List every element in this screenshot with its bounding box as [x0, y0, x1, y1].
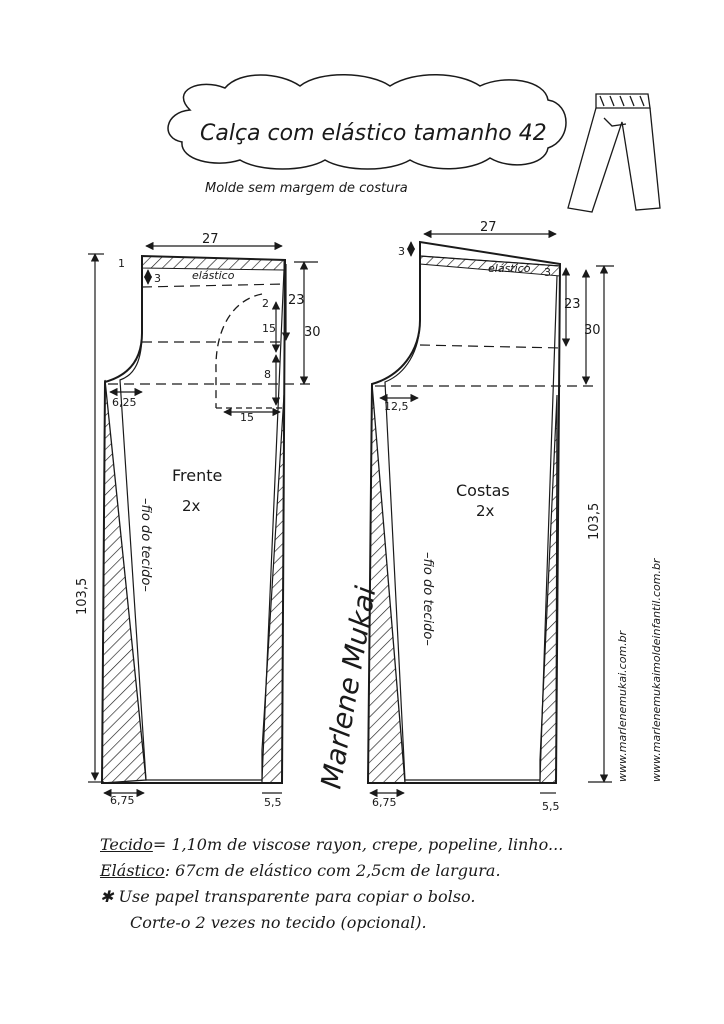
front-grain: –fio do tecido–: [138, 498, 153, 592]
front-qty: 2x: [182, 497, 201, 515]
elastic-text: : 67cm de elástico com 2,5cm de largura.: [164, 861, 501, 880]
back-name: Costas: [456, 481, 510, 500]
back-crotch-depth: 30: [584, 323, 601, 338]
front-pocket-width: 15: [240, 411, 254, 424]
fabric-label: Tecido: [100, 835, 153, 854]
back-crotch-ext: 12,5: [384, 400, 409, 413]
front-pocket-offset: 2: [262, 297, 269, 310]
front-crotch-ext: 6,25: [112, 396, 137, 409]
front-name: Frente: [172, 466, 222, 485]
back-waist-width: 27: [480, 220, 497, 235]
front-elastic-label: elástico: [192, 269, 235, 282]
front-to-pocket: 23: [288, 293, 305, 308]
elastic-line: Elástico: 67cm de elástico com 2,5cm de …: [100, 858, 700, 884]
back-grain: –fio do tecido–: [420, 552, 435, 646]
back-piece: [366, 240, 594, 784]
fabric-line: Tecido= 1,10m de viscose rayon, crepe, p…: [100, 832, 700, 858]
front-elastic-band: 3: [154, 272, 161, 285]
back-to-hip: 23: [564, 297, 581, 312]
back-hem-left: 6,75: [372, 796, 397, 809]
front-crotch-depth: 30: [304, 325, 321, 340]
title-cloud: [167, 74, 567, 170]
front-pocket-depth-b: 8: [264, 368, 271, 381]
title: Calça com elástico tamanho 42: [200, 121, 547, 146]
website-kids: www.marlenemukaimoldeinfantil.com.br: [650, 557, 663, 782]
front-pocket-depth-a: 15: [262, 322, 276, 335]
front-hem-right: 5,5: [264, 796, 282, 809]
tip-line-2: Corte-o 2 vezes no tecido (opcional).: [130, 913, 427, 932]
back-waist-raise: 3: [398, 245, 405, 258]
back-hem-right: 5,5: [542, 800, 560, 813]
back-dimensions: [369, 229, 614, 798]
front-hem-left: 6,75: [110, 794, 135, 807]
back-length: 103,5: [587, 503, 602, 540]
elastic-label: Elástico: [100, 861, 165, 880]
website-main: www.marlenemukai.com.br: [616, 629, 629, 782]
back-qty: 2x: [476, 502, 495, 520]
tip-line-1: ✱ Use papel transparente para copiar o b…: [100, 887, 476, 906]
subtitle: Molde sem margem de costura: [205, 181, 408, 196]
back-elastic-band: 3: [544, 266, 551, 279]
back-elastic-label: elástico: [488, 262, 531, 275]
materials-notes: Tecido= 1,10m de viscose rayon, crepe, p…: [100, 832, 700, 936]
fabric-text: = 1,10m de viscose rayon, crepe, popelin…: [152, 835, 564, 854]
front-length: 103,5: [75, 578, 90, 615]
front-piece: [100, 254, 316, 784]
front-dimensions: [88, 241, 318, 798]
front-waist-raise: 1: [118, 257, 125, 270]
front-waist-width: 27: [202, 232, 219, 247]
pants-sketch-icon: [567, 93, 661, 213]
